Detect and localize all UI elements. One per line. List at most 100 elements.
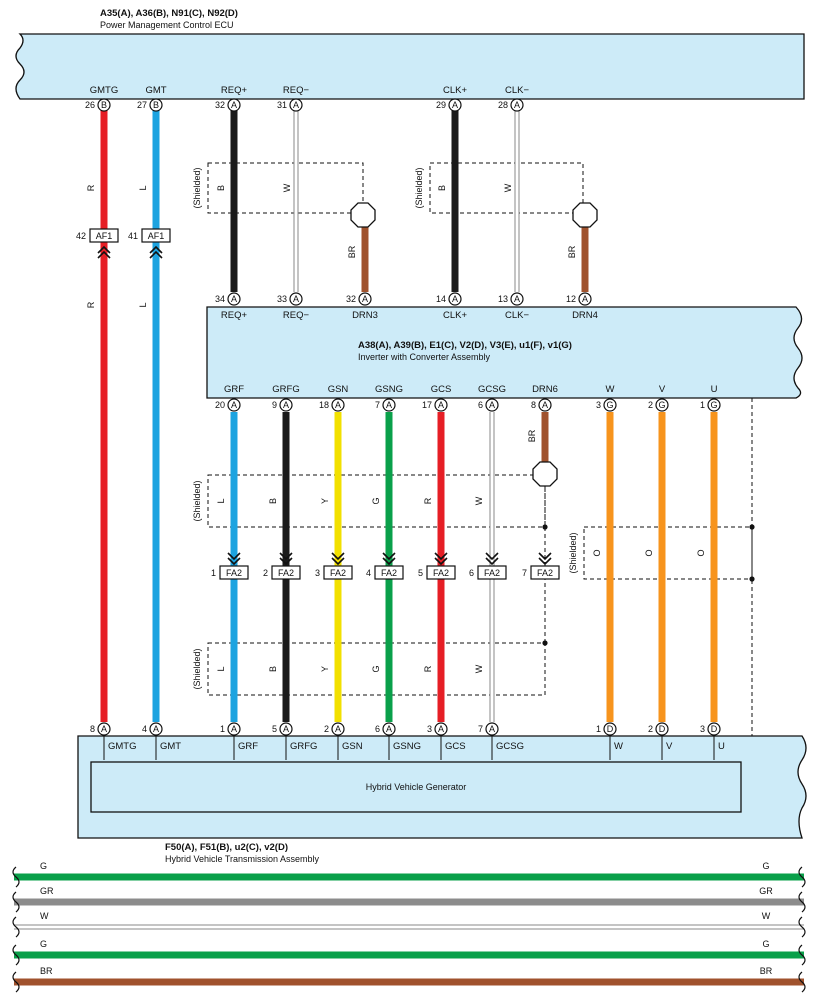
shield-box-gen-lower [207, 642, 546, 696]
gen-pin-1: A4 [142, 722, 163, 736]
drain-lines [544, 398, 753, 736]
ecu-pin-1-num: 27 [137, 100, 147, 110]
inv-bot-pin-9-num: 1 [700, 400, 705, 410]
fa2-connector-4: FA2 4 [366, 565, 404, 580]
ecu-pin-1: B27 [137, 98, 163, 112]
inv-bot-label-v: V [659, 384, 666, 395]
fa2-pin-7: 7 [522, 568, 527, 578]
wire-code-gsng-lower: G [371, 665, 381, 672]
gen-pin-10: D3 [700, 722, 721, 736]
af1-chevron-icons [97, 245, 163, 259]
ecu-pin-label-clk-plus: CLK+ [443, 85, 467, 96]
wire-code-gmt-lower: L [138, 302, 148, 307]
fa2-pin-3: 3 [315, 568, 320, 578]
fa2-name-6: FA2 [484, 568, 500, 578]
shield-box-clk [429, 162, 584, 214]
ecu-pin-label-req-plus: REQ+ [221, 85, 248, 96]
inv-bot-pin-2: A18 [319, 398, 345, 412]
drain-ground-octagon-drn4 [572, 202, 598, 228]
ecu-pin-0: B26 [85, 98, 111, 112]
af1-pin-41: 41 [128, 231, 138, 241]
inv-bot-label-gcsg: GCSG [478, 384, 506, 395]
inv-top-pin-4-conn: A [514, 294, 520, 304]
gen-pin-5-num: 6 [375, 724, 380, 734]
wire-code-w: O [592, 549, 602, 556]
inv-bot-label-drn6: DRN6 [532, 384, 558, 395]
gen-pin-0-conn: A [101, 724, 107, 734]
shield-label-inv-upper: (Shielded) [192, 480, 202, 521]
wire-code-gsn-upper: Y [320, 498, 330, 504]
gen-pin-label-gsng: GSNG [393, 741, 421, 752]
legend-code-right-4: BR [760, 966, 773, 976]
af1-name-42: AF1 [96, 231, 113, 241]
inv-bot-pin-2-num: 18 [319, 400, 329, 410]
ecu-pin-0-num: 26 [85, 100, 95, 110]
inv-bot-label-gsng: GSNG [375, 384, 403, 395]
generator-codes: F50(A), F51(B), u2(C), v2(D) [165, 842, 288, 853]
fa2-connector-1: FA2 1 [211, 565, 249, 580]
inv-bot-pin-0: A20 [215, 398, 241, 412]
inv-top-pin-3: A14 [436, 292, 462, 306]
fa2-name-2: FA2 [278, 568, 294, 578]
fa2-pin-5: 5 [418, 568, 423, 578]
ecu-pin-5: A28 [498, 98, 524, 112]
legend-code-right-1: GR [759, 886, 773, 896]
wire-code-gmt-upper: L [138, 185, 148, 190]
gen-pin-5: A6 [375, 722, 396, 736]
gen-pin-label-v: V [666, 741, 673, 752]
shield-label-gen-lower: (Shielded) [192, 648, 202, 689]
gen-pin-2-num: 1 [220, 724, 225, 734]
ecu-pin-3-num: 31 [277, 100, 287, 110]
inv-bot-pin-4: A 17 [422, 398, 448, 412]
inv-top-pin-2-conn: A [362, 294, 368, 304]
inv-bot-pin-4-conn: A [438, 400, 444, 410]
fa2-name-7: FA2 [537, 568, 553, 578]
ecu-pin-4-conn: A [452, 100, 458, 110]
fa2-connector-7: FA2 7 [522, 565, 560, 580]
inv-top-label-clk-plus: CLK+ [443, 310, 467, 321]
gen-pin-4-num: 2 [324, 724, 329, 734]
gen-pin-4-conn: A [335, 724, 341, 734]
inv-bot-pin-4-num: 17 [422, 400, 432, 410]
generator-inner-box [90, 761, 742, 813]
generator-inner-label: Hybrid Vehicle Generator [366, 782, 467, 792]
inv-top-pin-1-num: 33 [277, 294, 287, 304]
wire-code-drn6: BR [527, 429, 537, 442]
generator-pin-dividers [103, 736, 715, 760]
inv-bot-label-grf: GRF [224, 384, 244, 395]
inv-bot-pin-3-conn: A [386, 400, 392, 410]
gen-pin-label-gsn: GSN [342, 741, 363, 752]
gen-pin-8-num: 1 [596, 724, 601, 734]
inv-bot-pin-9-conn: G [710, 400, 717, 410]
ecu-pin-4-num: 29 [436, 100, 446, 110]
ecu-pin-label-clk-minus: CLK− [505, 85, 529, 96]
gen-pin-3: A5 [272, 722, 293, 736]
shield-box-req [207, 162, 364, 214]
inv-bot-pin-1-conn: A [283, 400, 289, 410]
ecu-pin-4: A 29 [436, 98, 462, 112]
ecu-pin-label-req-minus: REQ− [283, 85, 310, 96]
wire-code-gmtg-upper: R [86, 184, 96, 191]
ecu-pin-2-num: 32 [215, 100, 225, 110]
splice-points [542, 524, 755, 646]
fa2-name-4: FA2 [381, 568, 397, 578]
fa2-pin-4: 4 [366, 568, 371, 578]
inv-top-pin-5: A12 [566, 292, 592, 306]
gen-pin-8-conn: D [607, 724, 614, 734]
af1-name-41: AF1 [148, 231, 165, 241]
fa2-connector-2: FA2 2 [263, 565, 301, 580]
shield-label-uvw: (Shielded) [568, 532, 578, 573]
wire-code-gsng-upper: G [371, 497, 381, 504]
inv-bot-pin-8: G2 [648, 398, 669, 412]
inv-bot-pin-5: A6 [478, 398, 499, 412]
legend-code-right-3: G [762, 939, 769, 949]
shield-label-clk: (Shielded) [414, 167, 424, 208]
gen-pin-label-grfg: GRFG [290, 741, 317, 752]
legend-code-right-0: G [762, 861, 769, 871]
inv-bot-pin-0-num: 20 [215, 400, 225, 410]
gen-pin-2: A1 [220, 722, 241, 736]
